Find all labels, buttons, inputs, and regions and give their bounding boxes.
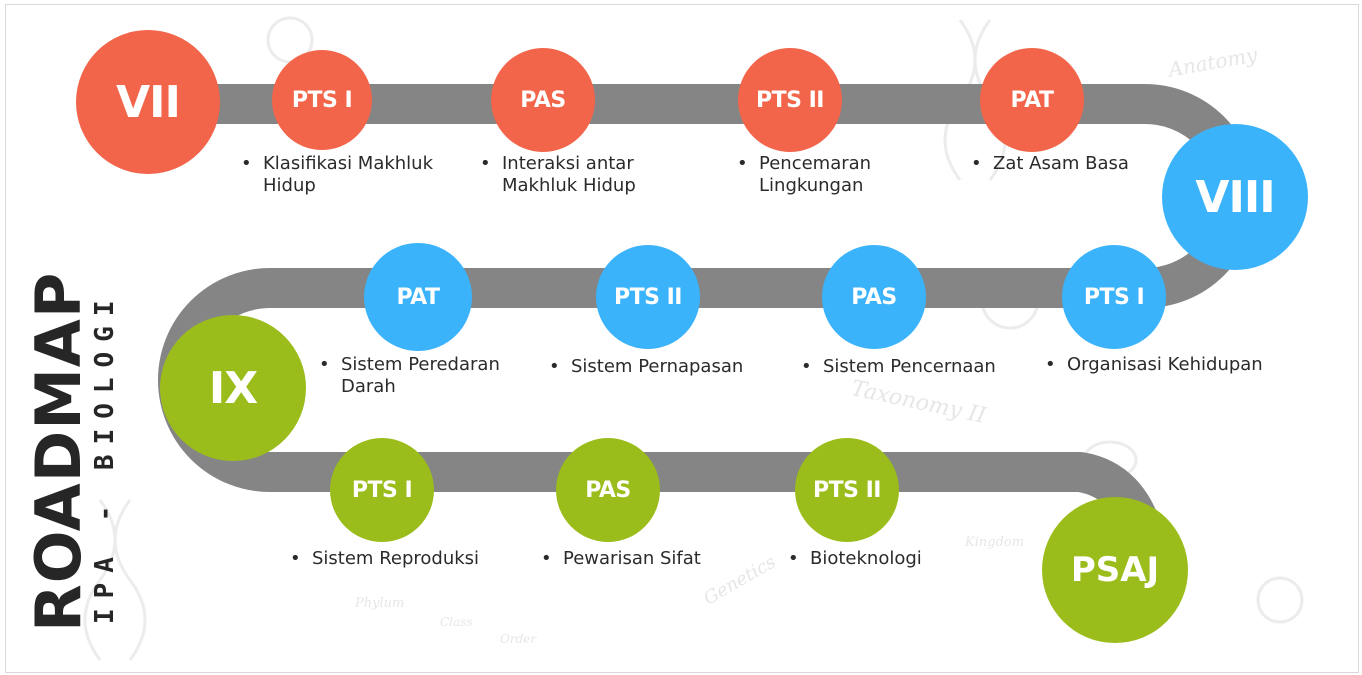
- milestone-node: PAS: [556, 438, 660, 542]
- milestone-node: PTS II: [738, 48, 842, 152]
- milestone-node: PTS II: [795, 438, 899, 542]
- background-word: Phylum: [355, 596, 405, 611]
- milestone-node: PAS: [822, 245, 926, 349]
- background-word: Class: [440, 615, 473, 629]
- grade-ix-node: IX: [160, 315, 306, 461]
- milestone-node: PTS I: [330, 438, 434, 542]
- milestone-node: PTS I: [1062, 245, 1166, 349]
- roadmap-subheading: IPA - BIOLOGI: [90, 290, 120, 625]
- milestone-topic: Interaksi antar Makhluk Hidup: [476, 153, 682, 197]
- milestone-topic: Bioteknologi: [784, 548, 980, 570]
- psaj-node: PSAJ: [1042, 497, 1188, 643]
- milestone-topic: Zat Asam Basa: [967, 153, 1193, 175]
- roadmap-title: ROADMAP IPA - BIOLOGI: [22, 271, 120, 632]
- milestone-node: PAT: [980, 48, 1084, 152]
- milestone-node: PAS: [491, 48, 595, 152]
- milestone-topic: Pewarisan Sifat: [537, 548, 763, 570]
- background-word: Order: [500, 632, 537, 646]
- milestone-topic: Klasifikasi Makhluk Hidup: [237, 153, 473, 197]
- background-word: Kingdom: [965, 535, 1025, 550]
- milestone-topic: Sistem Pencernaan: [797, 356, 1043, 378]
- milestone-topic: Organisasi Kehidupan: [1041, 354, 1317, 376]
- roadmap-heading: ROADMAP: [22, 271, 95, 632]
- milestone-topic: Sistem Peredaran Darah: [315, 354, 551, 398]
- milestone-topic: Pencemaran Lingkungan: [733, 153, 909, 197]
- grade-vii-node: VII: [76, 30, 220, 174]
- milestone-node: PTS I: [272, 50, 372, 150]
- milestone-node: PAT: [364, 243, 472, 351]
- grade-viii-node: VIII: [1162, 124, 1308, 270]
- milestone-node: PTS II: [596, 245, 700, 349]
- milestone-topic: Sistem Reproduksi: [286, 548, 542, 570]
- milestone-topic: Sistem Pernapasan: [545, 356, 801, 378]
